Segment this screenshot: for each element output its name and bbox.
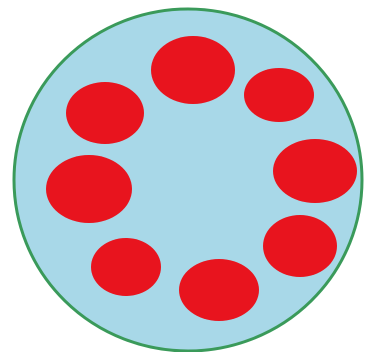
red-dot <box>46 155 132 223</box>
red-dot <box>66 82 144 144</box>
red-dot <box>151 36 235 104</box>
red-dot <box>179 259 259 321</box>
red-dot <box>273 139 357 203</box>
red-dot <box>244 68 314 122</box>
red-dot <box>263 215 337 277</box>
red-dot <box>91 238 161 296</box>
